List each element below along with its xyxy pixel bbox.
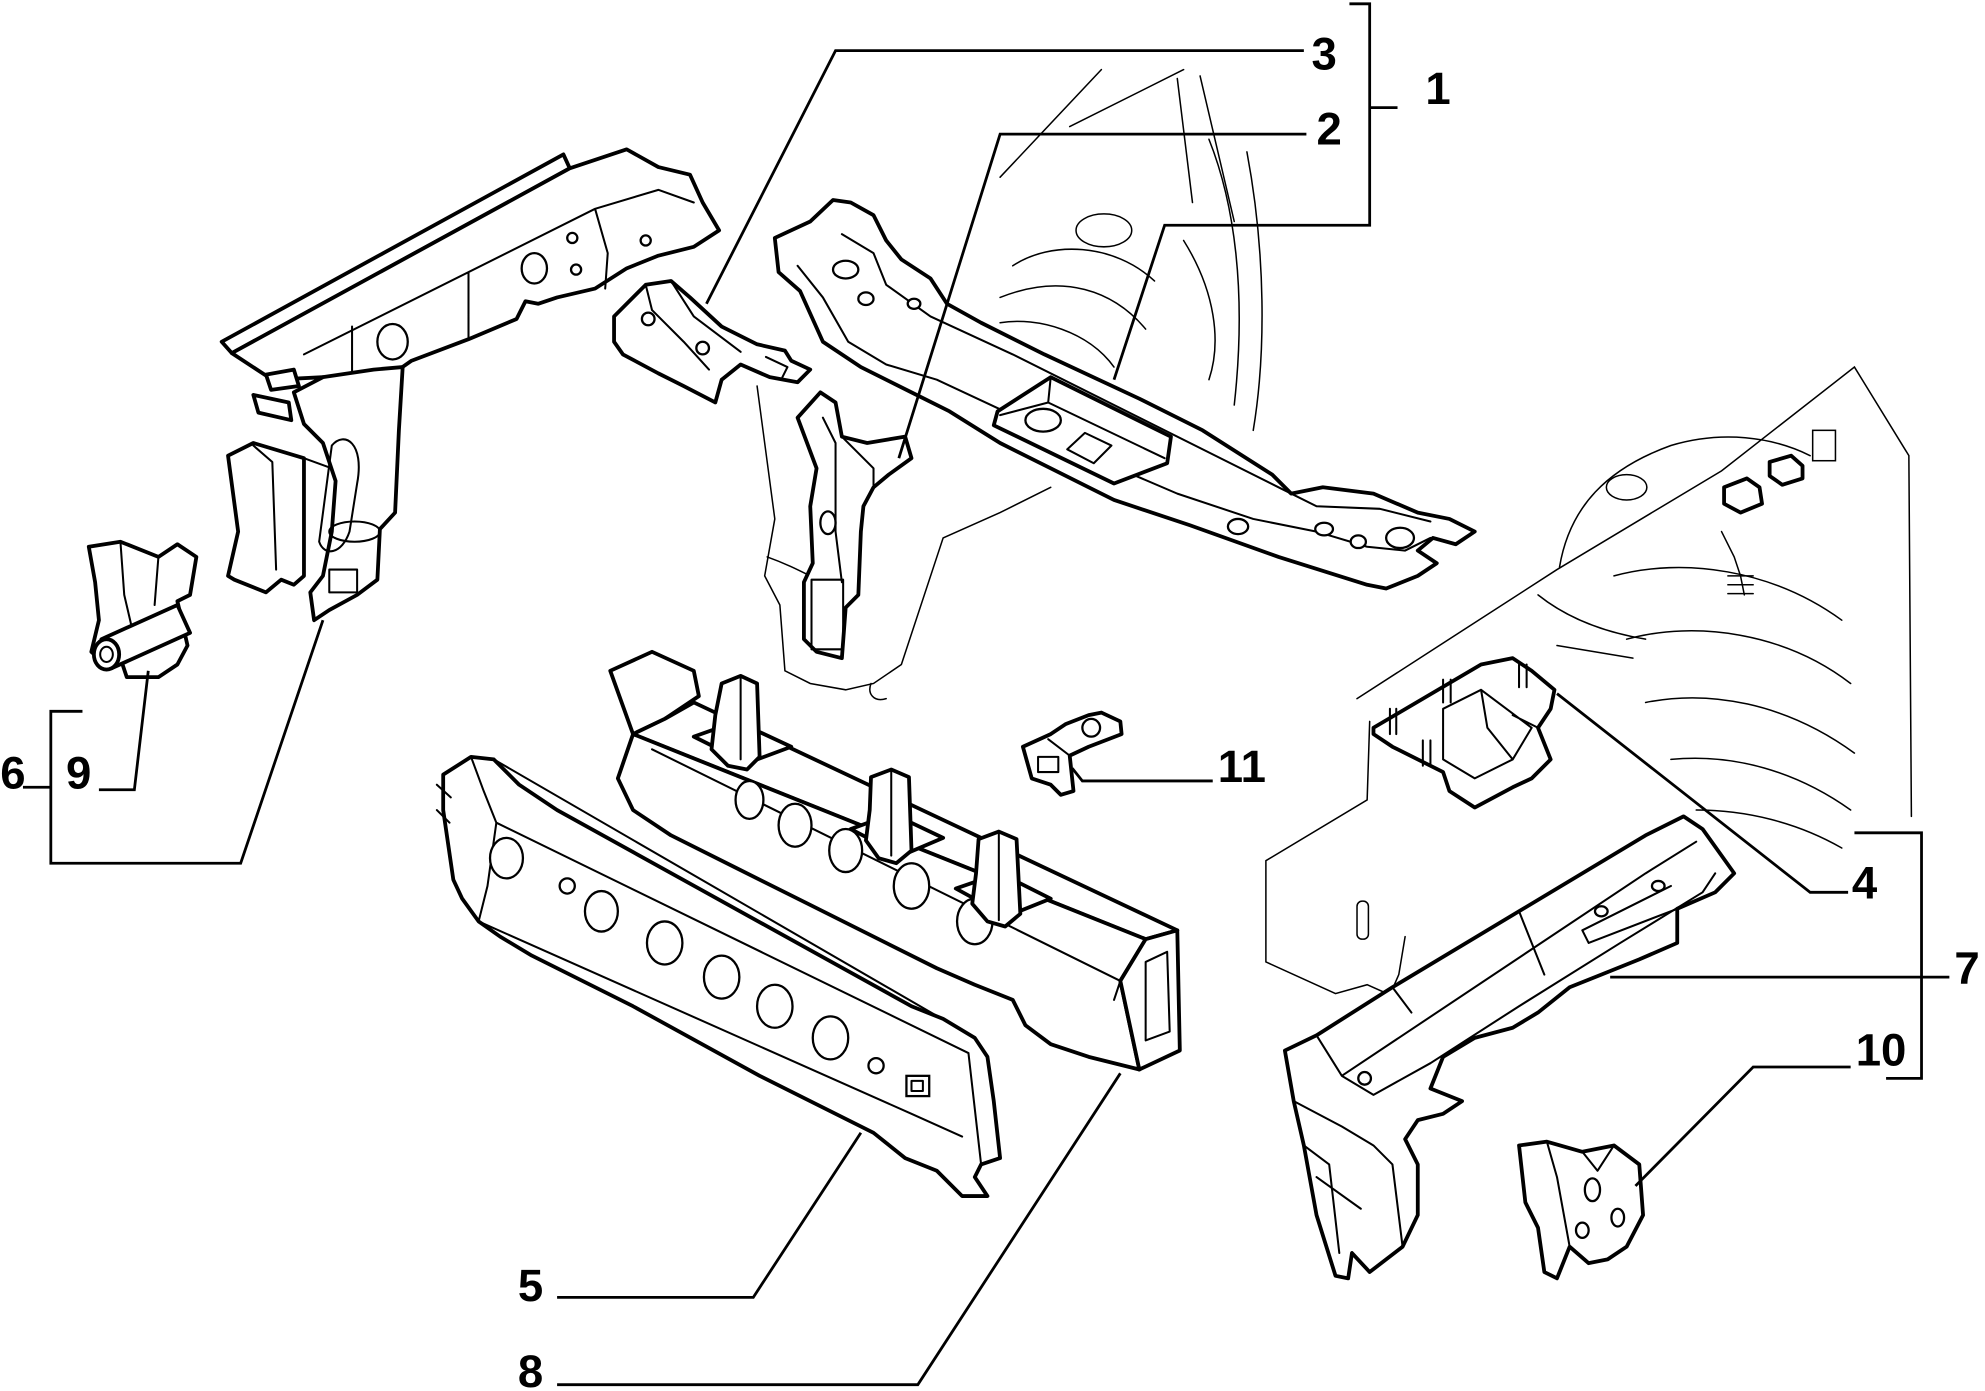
callout-labels: 3 1 2 6 9 11 4 7 10 5 8 [0, 29, 1980, 1391]
callout-11: 11 [1218, 741, 1266, 792]
leader-3 [705, 49, 1304, 305]
callout-9: 9 [66, 748, 91, 799]
leader-5 [557, 1132, 863, 1299]
part-9-bracket [86, 539, 199, 680]
part-5-lower-beam [435, 754, 1002, 1198]
part-7-front-rail [1282, 814, 1737, 1281]
body-background-right [1265, 365, 1913, 996]
callout-10: 10 [1856, 1025, 1907, 1076]
bracket-6 [22, 619, 325, 865]
leader-lines [22, 2, 1950, 1387]
leader-4 [1556, 692, 1849, 894]
bracket-7 [1610, 831, 1950, 1080]
part-4-mount [1371, 656, 1557, 810]
callout-3: 3 [1311, 29, 1336, 80]
leader-9 [98, 670, 150, 792]
leader-2 [897, 132, 1307, 459]
part-10-bracket [1517, 1139, 1645, 1281]
part-6-front-rail [219, 147, 722, 623]
part-11-bracket [1020, 710, 1124, 797]
callout-6: 6 [0, 748, 25, 799]
callout-2: 2 [1317, 103, 1342, 154]
leader-8 [557, 1072, 1122, 1387]
leader-10 [1634, 1065, 1851, 1187]
callout-1: 1 [1425, 63, 1450, 114]
callout-7: 7 [1954, 942, 1979, 993]
leader-11 [1071, 767, 1213, 783]
callout-4: 4 [1852, 858, 1878, 909]
part-2-bracket [795, 390, 914, 661]
callout-5: 5 [518, 1260, 543, 1311]
part-8-cross-beam [608, 649, 1182, 1072]
bracket-1 [1112, 2, 1398, 381]
part-3-bracket [612, 279, 813, 405]
part-1-cross-member [772, 198, 1477, 591]
callout-8: 8 [518, 1346, 543, 1391]
